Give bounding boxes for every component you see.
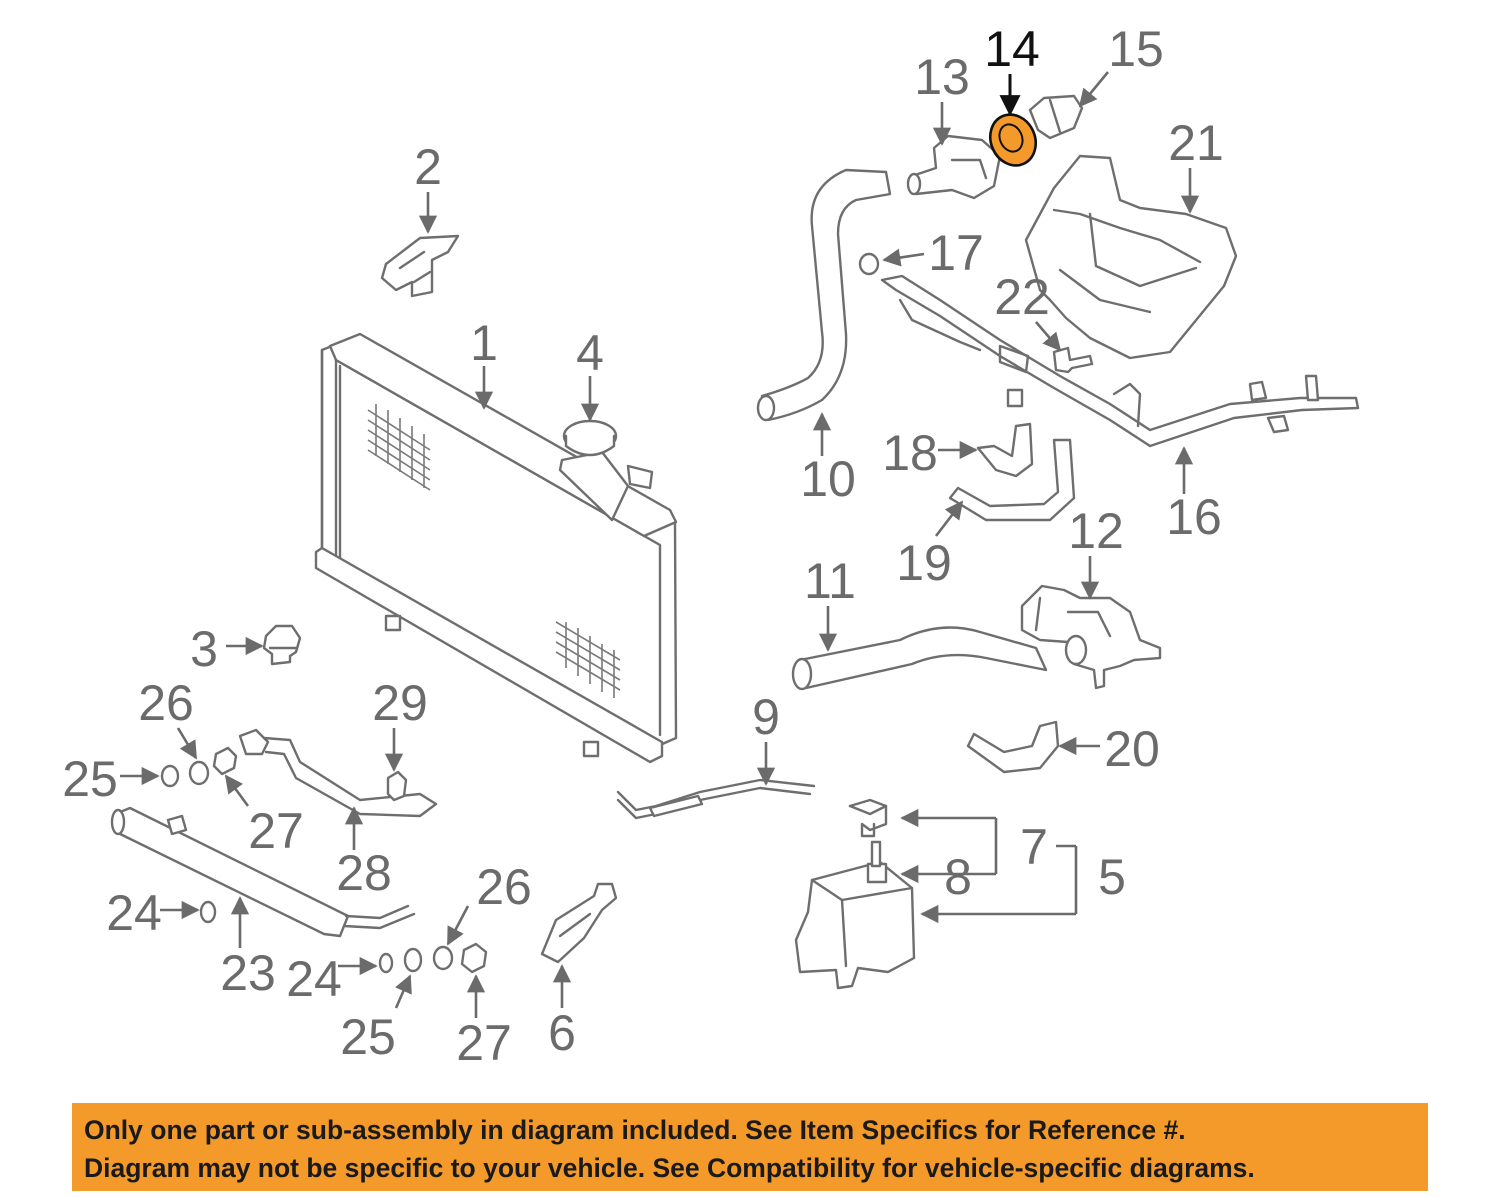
callout-12: 12	[1068, 503, 1124, 559]
callout-18: 18	[882, 425, 938, 481]
callout-19: 19	[896, 535, 952, 591]
callout-2: 2	[414, 139, 442, 195]
callout-24b: 24	[286, 951, 342, 1007]
disclaimer-banner: Only one part or sub-assembly in diagram…	[72, 1103, 1428, 1191]
callout-25a: 25	[62, 751, 118, 807]
lower-radiator-hose	[791, 626, 1048, 691]
hose-clip	[386, 770, 408, 802]
overflow-hose	[616, 778, 816, 820]
callout-24a: 24	[106, 885, 162, 941]
callout-9: 9	[752, 689, 780, 745]
callout-8: 8	[944, 849, 972, 905]
bolt	[1052, 346, 1094, 374]
leader-lines	[120, 71, 1200, 1018]
callout-27a: 27	[248, 803, 304, 859]
callout-20: 20	[1104, 721, 1160, 777]
callout-4: 4	[576, 325, 604, 381]
disclaimer-line-1: Only one part or sub-assembly in diagram…	[84, 1115, 1186, 1145]
callout-6: 6	[548, 1005, 576, 1061]
pipe-gasket	[858, 252, 880, 276]
callout-14-highlighted: 14	[984, 21, 1040, 77]
water-inlet	[1020, 584, 1162, 690]
oil-cooler-hose	[238, 728, 438, 818]
washers-and-nuts	[160, 746, 488, 974]
callout-17: 17	[928, 225, 984, 281]
callout-16: 16	[1166, 489, 1222, 545]
reservoir-bracket	[540, 882, 618, 964]
callout-1: 1	[470, 315, 498, 371]
callout-22: 22	[994, 269, 1050, 325]
radiator-cap	[562, 419, 618, 457]
callout-5: 5	[1098, 849, 1126, 905]
callout-3: 3	[190, 621, 218, 677]
callout-26b: 26	[476, 859, 532, 915]
small-hose	[966, 720, 1060, 774]
water-bypass-pipe	[880, 274, 1360, 448]
callout-21: 21	[1168, 115, 1224, 171]
heat-shield	[1024, 154, 1238, 360]
thermostat-housing	[906, 134, 1002, 200]
thermostat-gasket-highlighted	[988, 113, 1038, 167]
reservoir-tank	[794, 798, 916, 990]
callout-26a: 26	[138, 675, 194, 731]
callout-27b: 27	[456, 1015, 512, 1071]
disclaimer-line-2: Diagram may not be specific to your vehi…	[84, 1153, 1255, 1183]
callout-13: 13	[914, 49, 970, 105]
callout-labels: 1 2 3 4 5 6 7 8 9 10 11 12 13 14 15 16 1…	[62, 21, 1224, 1071]
callout-15: 15	[1108, 21, 1164, 77]
bypass-hoses	[948, 422, 1076, 522]
upper-radiator-hose	[756, 168, 892, 422]
radiator	[314, 332, 678, 764]
thermostat	[1028, 94, 1084, 140]
cooler-pipe	[110, 806, 416, 938]
callout-7: 7	[1020, 819, 1048, 875]
callout-10: 10	[800, 451, 856, 507]
callout-25b: 25	[340, 1009, 396, 1065]
callout-28: 28	[336, 845, 392, 901]
upper-bracket	[380, 234, 460, 298]
callout-29: 29	[372, 675, 428, 731]
callout-23: 23	[220, 945, 276, 1001]
parts-diagram: 1 2 3 4 5 6 7 8 9 10 11 12 13 14 15 16 1…	[62, 21, 1360, 1071]
callout-11: 11	[804, 553, 856, 609]
grommet	[262, 624, 302, 666]
